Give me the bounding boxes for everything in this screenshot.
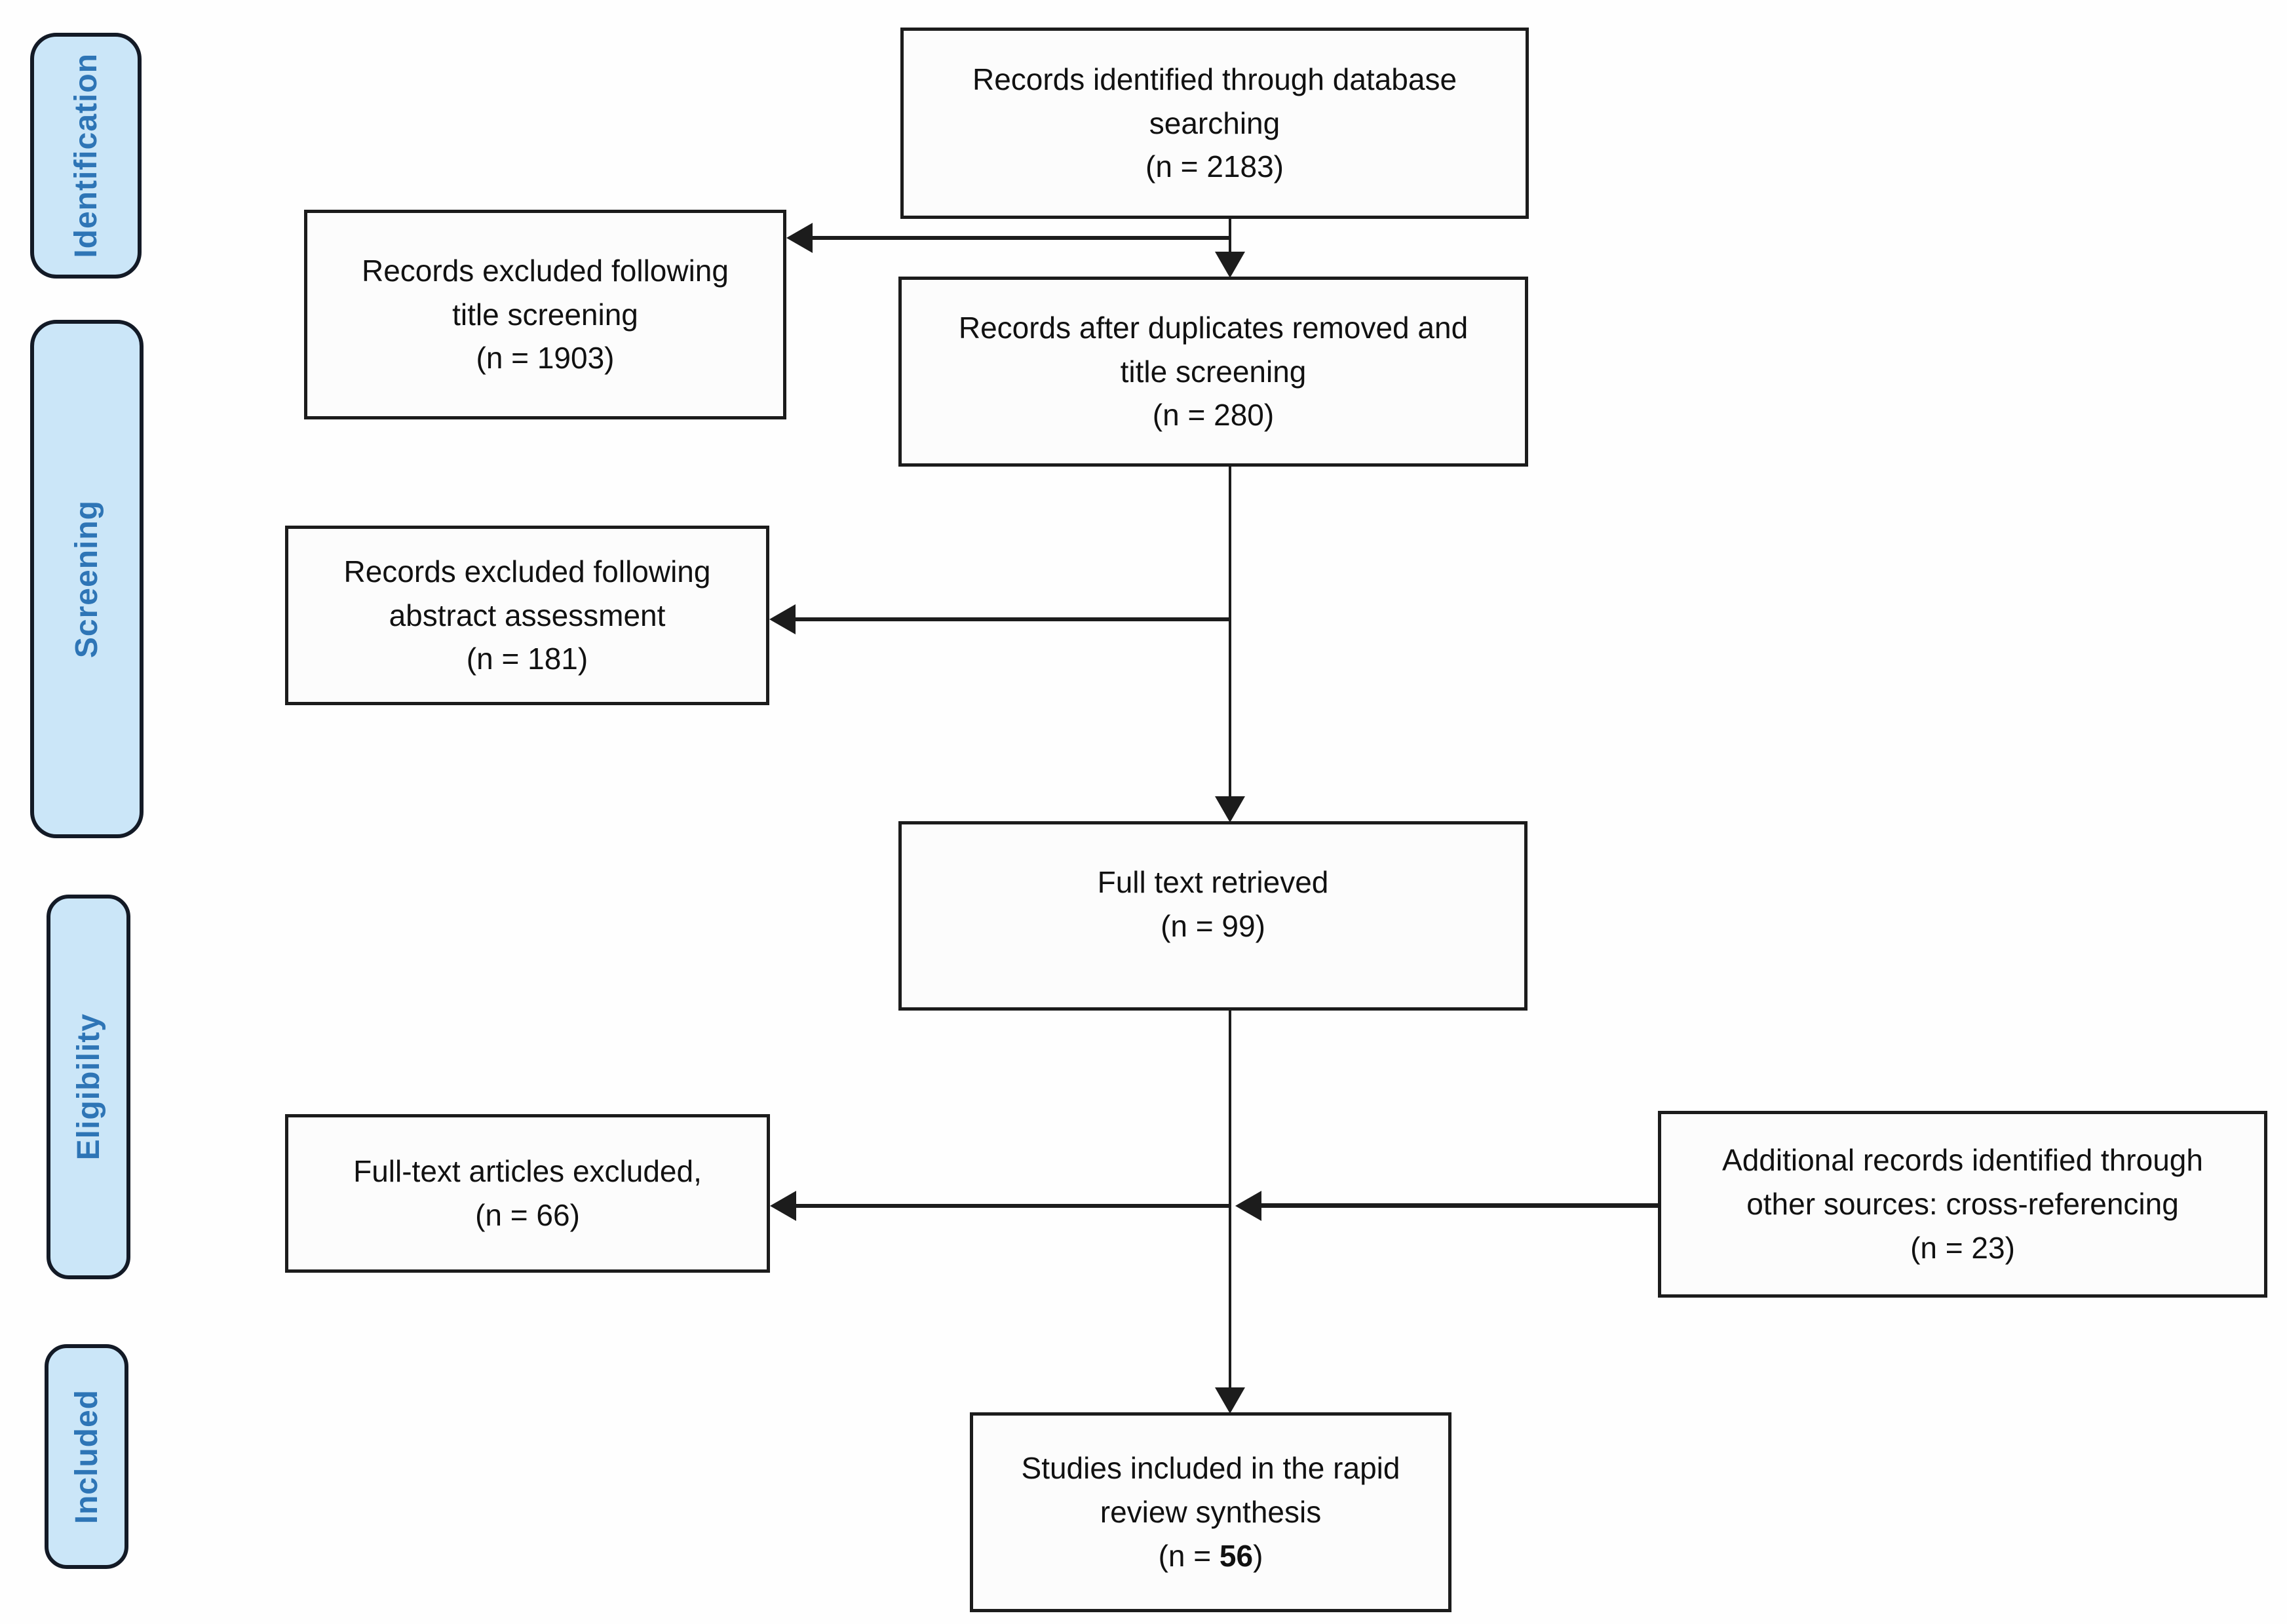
arrowhead-into-excluded-abstract bbox=[769, 604, 796, 634]
stage-eligibility-label: Eligibility bbox=[71, 1013, 106, 1161]
stage-screening-label: Screening bbox=[69, 499, 104, 659]
connector-identified-to-duplicates-line bbox=[1229, 219, 1231, 254]
connector-to-excluded-abstract-line bbox=[794, 617, 1230, 621]
stage-identification: Identification bbox=[30, 33, 142, 279]
box-additional-records: Additional records identified through ot… bbox=[1658, 1111, 2267, 1298]
box-studies-included-count: (n = 56) bbox=[1158, 1538, 1263, 1573]
arrowhead-into-excluded-title bbox=[786, 223, 813, 253]
box-studies-included-line2: review synthesis bbox=[1100, 1495, 1322, 1530]
stage-identification-label: Identification bbox=[68, 53, 104, 258]
connector-from-additional-records-line bbox=[1260, 1203, 1658, 1208]
box-records-identified: Records identified through database sear… bbox=[900, 28, 1529, 219]
box-excluded-abstract-line1: Records excluded following bbox=[343, 554, 711, 589]
stage-screening: Screening bbox=[30, 320, 144, 838]
box-records-identified-line1: Records identified through database bbox=[972, 62, 1457, 96]
box-after-duplicates-count: (n = 280) bbox=[1152, 398, 1275, 433]
box-excluded-title-screening: Records excluded following title screeni… bbox=[304, 210, 786, 419]
stage-included-label: Included bbox=[69, 1389, 104, 1524]
arrowhead-into-full-text-excluded bbox=[770, 1191, 796, 1221]
box-after-duplicates-line1: Records after duplicates removed and bbox=[958, 310, 1469, 345]
connector-fulltext-to-included-line bbox=[1229, 1011, 1231, 1389]
box-excluded-title-line1: Records excluded following bbox=[362, 253, 729, 288]
box-full-text-excluded-count: (n = 66) bbox=[475, 1198, 580, 1232]
box-full-text-excluded: Full-text articles excluded, (n = 66) bbox=[285, 1114, 770, 1273]
stage-eligibility: Eligibility bbox=[47, 895, 130, 1279]
box-full-text-retrieved: Full text retrieved (n = 99) bbox=[898, 821, 1528, 1011]
box-full-text-count: (n = 99) bbox=[1161, 908, 1265, 943]
arrowhead-into-records-after-duplicates bbox=[1215, 252, 1245, 278]
arrowhead-into-full-text-retrieved bbox=[1215, 796, 1245, 822]
box-additional-records-line1: Additional records identified through bbox=[1722, 1143, 2203, 1178]
connector-to-full-text-excluded-line bbox=[795, 1204, 1230, 1208]
connector-duplicates-to-fulltext-line bbox=[1229, 467, 1231, 798]
connector-to-excluded-title-line bbox=[811, 236, 1230, 240]
box-excluded-abstract-count: (n = 181) bbox=[466, 642, 588, 676]
box-studies-included: Studies included in the rapid review syn… bbox=[970, 1412, 1451, 1612]
stage-included: Included bbox=[45, 1344, 128, 1569]
box-excluded-abstract-line2: abstract assessment bbox=[389, 598, 666, 632]
box-additional-records-count: (n = 23) bbox=[1910, 1230, 2015, 1265]
box-full-text-excluded-line1: Full-text articles excluded, bbox=[353, 1154, 702, 1189]
box-records-identified-line2: searching bbox=[1149, 106, 1280, 140]
box-records-identified-count: (n = 2183) bbox=[1145, 149, 1284, 184]
box-additional-records-line2: other sources: cross-referencing bbox=[1746, 1187, 2179, 1222]
box-full-text-line1: Full text retrieved bbox=[1097, 865, 1329, 899]
arrowhead-from-additional-records bbox=[1235, 1191, 1261, 1221]
box-excluded-abstract: Records excluded following abstract asse… bbox=[285, 526, 769, 705]
box-records-after-duplicates: Records after duplicates removed and tit… bbox=[898, 277, 1528, 467]
arrowhead-into-studies-included bbox=[1215, 1387, 1245, 1414]
box-after-duplicates-line2: title screening bbox=[1120, 354, 1307, 389]
box-excluded-title-line2: title screening bbox=[452, 297, 638, 332]
box-excluded-title-count: (n = 1903) bbox=[476, 341, 615, 376]
box-studies-included-line1: Studies included in the rapid bbox=[1021, 1451, 1400, 1486]
